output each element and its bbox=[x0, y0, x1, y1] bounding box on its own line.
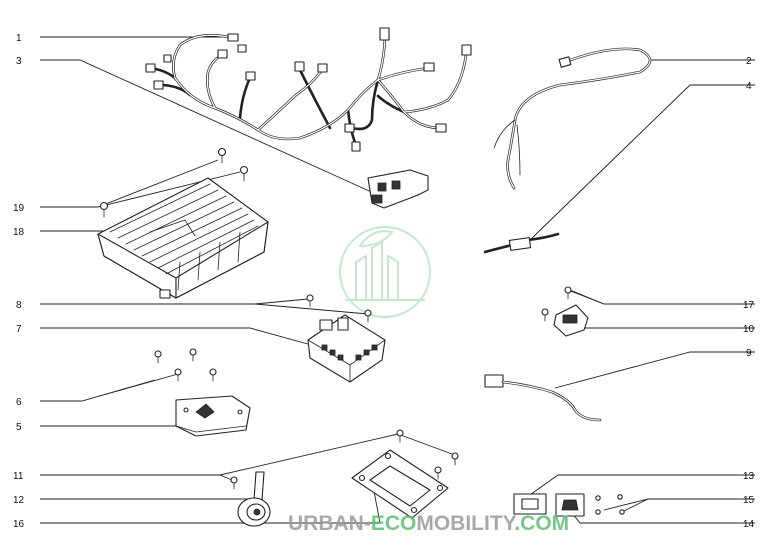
callout-15: 15 bbox=[743, 495, 755, 506]
gasket bbox=[513, 493, 547, 515]
controller-unit bbox=[97, 177, 269, 299]
screws-19 bbox=[99, 147, 249, 218]
charging-cable bbox=[493, 47, 652, 190]
leader-lines bbox=[40, 36, 755, 524]
watermark-eco: ECO bbox=[371, 512, 417, 535]
callout-12: 12 bbox=[13, 495, 25, 506]
watermark-logo bbox=[339, 226, 431, 318]
fuse-box bbox=[307, 314, 386, 383]
screws-8 bbox=[306, 294, 372, 323]
watermark-com: .COM bbox=[514, 512, 569, 535]
callout-3: 3 bbox=[16, 56, 22, 67]
callout-2: 2 bbox=[746, 56, 752, 67]
watermark-mobility: MOBILITY bbox=[416, 512, 516, 535]
callout-17: 17 bbox=[743, 300, 755, 311]
plug-cable bbox=[484, 374, 602, 422]
screws-15 bbox=[595, 494, 625, 515]
connector-block bbox=[367, 169, 429, 209]
wiring-harness bbox=[145, 27, 472, 152]
display-module bbox=[175, 395, 251, 437]
callout-6: 6 bbox=[16, 397, 22, 408]
horn bbox=[237, 471, 271, 527]
watermark-urban: URBAN- bbox=[288, 512, 371, 535]
callout-numbers: 1 3 19 18 8 7 6 5 11 12 16 2 4 17 10 9 1… bbox=[13, 33, 755, 530]
callout-5: 5 bbox=[16, 422, 22, 433]
callout-1: 1 bbox=[16, 33, 22, 44]
callout-19: 19 bbox=[13, 203, 25, 214]
sensor-module bbox=[541, 286, 589, 337]
callout-7: 7 bbox=[16, 324, 22, 335]
callout-10: 10 bbox=[743, 324, 755, 335]
callout-4: 4 bbox=[746, 81, 752, 92]
bracket-plate bbox=[351, 449, 449, 519]
callout-11: 11 bbox=[13, 471, 24, 482]
sensor-cable bbox=[483, 232, 560, 254]
callout-16: 16 bbox=[13, 519, 25, 530]
screws-11 bbox=[230, 429, 459, 490]
callout-18: 18 bbox=[13, 227, 25, 238]
callout-9: 9 bbox=[746, 348, 752, 359]
watermark-text: URBAN-ECOMOBILITY.COM bbox=[288, 512, 569, 535]
callout-8: 8 bbox=[16, 300, 22, 311]
callout-14: 14 bbox=[743, 519, 755, 530]
screws-6 bbox=[154, 348, 217, 382]
socket-module bbox=[555, 493, 585, 517]
callout-13: 13 bbox=[743, 471, 755, 482]
